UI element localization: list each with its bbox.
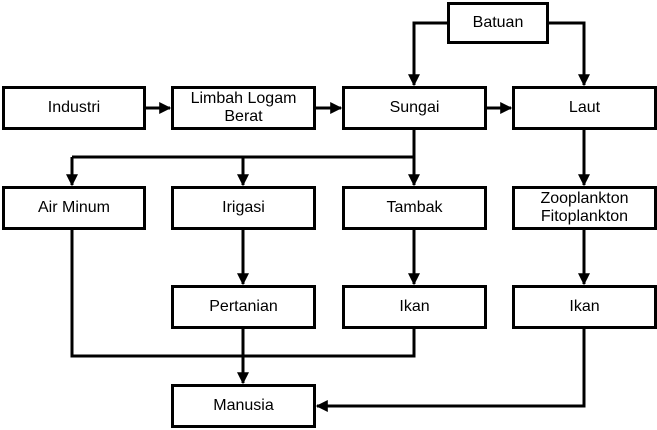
node-tambak: Tambak	[342, 186, 487, 230]
node-plankton-label-line2: Fitoplankton	[540, 208, 629, 225]
node-ikan-tambak: Ikan	[342, 285, 487, 329]
node-irigasi: Irigasi	[171, 186, 316, 230]
node-air-minum: Air Minum	[2, 186, 146, 230]
edge-batuan-to-laut	[549, 21, 590, 87]
node-industri-label: Industri	[47, 99, 101, 116]
node-industri: Industri	[2, 86, 146, 130]
edge-batuan-to-sungai	[408, 21, 447, 87]
node-plankton-label-line1: Zooplankton	[540, 190, 629, 207]
node-zooplankton-fitoplankton: Zooplankton Fitoplankton	[512, 186, 657, 230]
node-sungai-label: Sungai	[389, 99, 440, 116]
node-batuan-label: Batuan	[472, 14, 524, 31]
node-pertanian: Pertanian	[171, 285, 316, 329]
node-ikan-tambak-label: Ikan	[399, 298, 430, 315]
node-limbah-label-line2: Berat	[224, 108, 263, 125]
node-limbah-label-line1: Limbah Logam	[190, 90, 297, 107]
node-irigasi-label: Irigasi	[222, 199, 265, 216]
node-pertanian-label: Pertanian	[209, 298, 278, 315]
node-manusia: Manusia	[171, 384, 316, 428]
node-sungai: Sungai	[342, 86, 487, 130]
node-laut-label: Laut	[568, 99, 601, 116]
node-ikan-laut: Ikan	[512, 285, 657, 329]
node-laut: Laut	[512, 86, 657, 130]
edge-ikan-laut-to-manusia	[315, 329, 586, 412]
edge-air-minum-down	[70, 230, 243, 358]
node-batuan: Batuan	[447, 2, 549, 44]
node-tambak-label: Tambak	[386, 199, 443, 216]
node-air-minum-label: Air Minum	[37, 199, 110, 216]
node-ikan-laut-label: Ikan	[569, 298, 600, 315]
edge-ikan-tambak-down	[243, 329, 416, 358]
node-limbah-logam-berat: Limbah Logam Berat	[171, 86, 316, 130]
node-manusia-label: Manusia	[213, 397, 274, 414]
